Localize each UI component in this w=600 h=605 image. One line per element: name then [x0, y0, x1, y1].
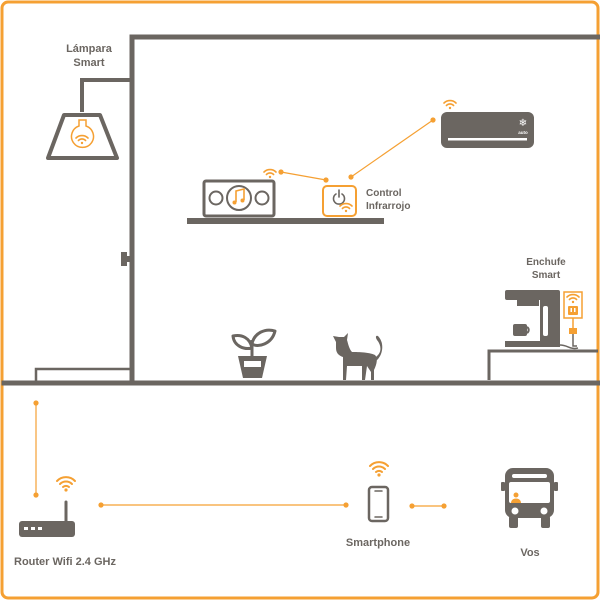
ac-mode-text: auto — [518, 130, 528, 135]
bus-icon — [501, 468, 558, 528]
router-icon — [19, 476, 76, 537]
house-structure — [1, 34, 600, 386]
coffee-machine-icon — [505, 290, 579, 350]
plug-icon — [563, 291, 583, 347]
smartphone-icon — [367, 461, 390, 523]
kitchen-counter — [487, 349, 598, 380]
router-phone-connection — [98, 502, 349, 508]
smartphone-label: Smartphone — [346, 537, 410, 549]
lamp-label-line1: Lámpara — [66, 43, 113, 55]
stereo-icon — [202, 168, 277, 218]
lamp-icon — [46, 78, 130, 160]
ir-connection-lines — [278, 117, 436, 183]
plug-label-line2: Smart — [532, 270, 561, 281]
phone-you-connection — [409, 503, 447, 509]
ac-snow-badge: ❄ — [519, 118, 527, 129]
lamp-label-line2: Smart — [73, 57, 105, 69]
music-note-icon — [232, 187, 245, 205]
cat-icon — [333, 333, 383, 380]
router-vertical-connection — [33, 400, 39, 498]
router-label: Router Wifi 2.4 GHz — [14, 556, 116, 568]
air-conditioner-icon: ❄ auto — [441, 99, 534, 148]
you-label: Vos — [520, 547, 539, 559]
power-icon — [332, 189, 346, 205]
ir-label-line1: Control — [366, 188, 402, 199]
ir-label-line2: Infrarrojo — [366, 201, 410, 212]
plug-label-line1: Enchufe — [526, 257, 566, 268]
ir-controller-icon — [322, 185, 357, 217]
plant-icon — [231, 328, 277, 378]
shelf — [187, 218, 384, 224]
